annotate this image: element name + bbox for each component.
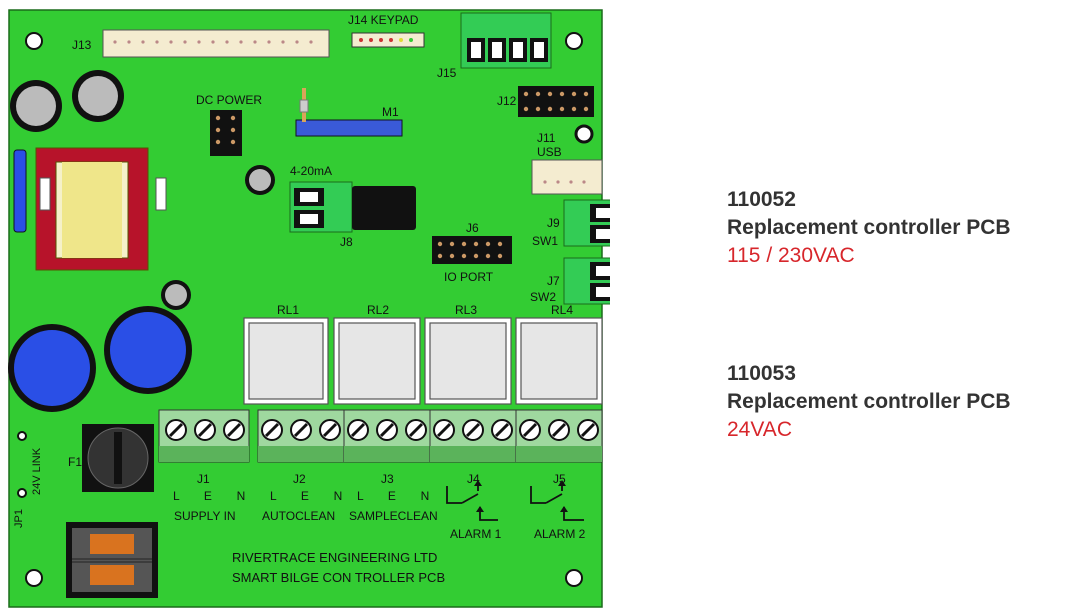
m1-label: M1 — [382, 105, 399, 119]
rl4-label: RL4 — [551, 303, 573, 317]
link-point-1 — [17, 431, 27, 441]
io-port-header — [432, 236, 512, 264]
j6-label: J6 — [466, 221, 479, 235]
j7-label: J7 — [547, 274, 560, 288]
j9-label: J9 — [547, 216, 560, 230]
j8-label: J8 — [340, 235, 353, 249]
alarm2-label: ALARM 2 — [534, 527, 586, 541]
j2-label: J2 — [293, 472, 306, 486]
j15-label: J15 — [437, 66, 457, 80]
product-code: 110053 — [727, 362, 796, 385]
j3-pin-labels: L E N — [357, 489, 435, 503]
j13-pins — [113, 40, 313, 44]
dc-power-label: DC POWER — [196, 93, 262, 107]
product-info-2: 110053 Replacement controller PCB 24VAC — [727, 360, 1011, 444]
product-voltage: 24VAC — [727, 418, 792, 441]
ma-label: 4-20mA — [290, 164, 332, 178]
product-code: 110052 — [727, 188, 796, 211]
j1-label: J1 — [197, 472, 210, 486]
dc-power-header — [210, 110, 242, 156]
io-port-label: IO PORT — [444, 270, 494, 284]
sw1-label: SW1 — [532, 234, 558, 248]
j13-label: J13 — [72, 38, 92, 52]
j14-keypad-connector — [351, 32, 425, 48]
j3-label: J3 — [381, 472, 394, 486]
product-info-1: 110052 Replacement controller PCB 115 / … — [727, 186, 1011, 270]
autoclean-label: AUTOCLEAN — [262, 509, 335, 523]
jp1-label: JP1 — [13, 509, 25, 528]
test-point — [574, 124, 594, 144]
j12-label: J12 — [497, 94, 517, 108]
mounting-holes — [25, 32, 583, 587]
product-name: Replacement controller PCB — [727, 216, 1011, 239]
j14-leds — [359, 38, 413, 42]
j12-pins — [523, 91, 589, 112]
j1-pin-labels: L E N — [173, 489, 251, 503]
j12-header — [518, 86, 594, 117]
f1-label: F1 — [68, 455, 82, 469]
manufacturer-label: RIVERTRACE ENGINEERING LTD — [232, 550, 437, 565]
black-capacitor — [352, 186, 416, 230]
sampleclean-label: SAMPLECLEAN — [349, 509, 438, 523]
link-point-2 — [17, 488, 27, 498]
j14-label: J14 KEYPAD — [348, 13, 419, 27]
pcb-diagram: J13 J14 KEYPAD J15 J12 J11 USB DC POWER … — [8, 9, 610, 608]
usb-label: USB — [537, 145, 562, 159]
blue-component — [13, 149, 27, 233]
rl2-label: RL2 — [367, 303, 389, 317]
j11-label: J11 — [537, 131, 556, 145]
product-voltage: 115 / 230VAC — [727, 244, 855, 267]
alarm1-label: ALARM 1 — [450, 527, 502, 541]
sw2-label: SW2 — [530, 290, 556, 304]
rl3-label: RL3 — [455, 303, 477, 317]
relays — [243, 317, 603, 405]
rl1-label: RL1 — [277, 303, 299, 317]
j2-pin-labels: L E N — [270, 489, 348, 503]
usb-connector — [531, 159, 603, 195]
m1-component — [295, 119, 403, 137]
product-name: Replacement controller PCB — [727, 390, 1011, 413]
supply-in-label: SUPPLY IN — [174, 509, 236, 523]
product-label: SMART BILGE CON TROLLER PCB — [232, 570, 445, 585]
j13-header — [102, 29, 330, 58]
link-label: 24V LINK — [31, 447, 43, 495]
